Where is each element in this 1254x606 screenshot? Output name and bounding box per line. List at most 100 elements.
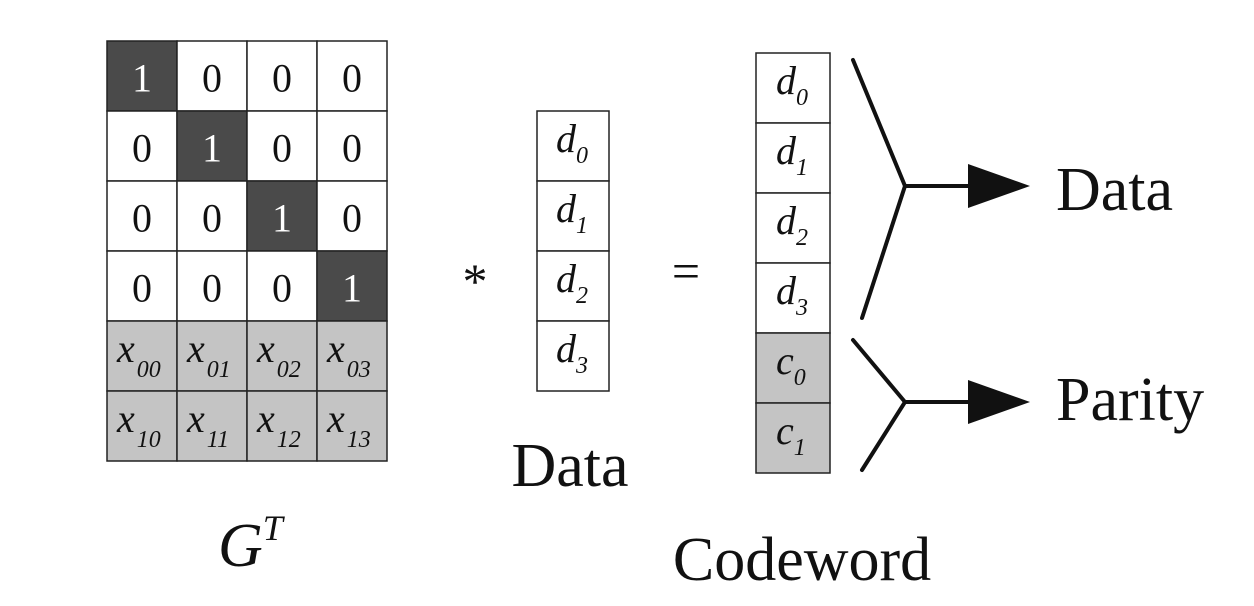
codeword-data-value-subscript: 2 [796,225,808,251]
data-vector-value-base: d [556,326,577,371]
data-vector-value: d2 [556,256,588,310]
matrix-parity-value: x02 [256,326,301,384]
matrix-cell-value: 0 [272,126,292,171]
data-vector-value-base: d [556,116,577,161]
matrix-parity-value-base: x [186,396,205,441]
matrix-parity-value: x13 [326,396,371,454]
codeword-data-value-base: d [776,198,797,243]
codeword-data-value-base: d [776,58,797,103]
matrix-parity-value-base: x [326,396,345,441]
codeword-parity-value-subscript: 0 [794,365,806,391]
matrix-cell-value: 0 [132,266,152,311]
parity-arrow-icon [968,380,1030,424]
matrix-parity-value-base: x [116,396,135,441]
matrix-cell [316,250,388,322]
data-vector-value-subscript: 3 [575,353,588,379]
matrix-parity-value-subscript: 03 [347,357,371,383]
matrix-cell [316,40,388,112]
matrix-cell [106,40,178,112]
matrix-cell-value: 0 [202,56,222,101]
data-bracket [851,58,1030,320]
codeword-parity-value-subscript: 1 [794,435,806,461]
data-bracket-label: Data [1056,156,1173,224]
matrix-cell-value: 0 [342,196,362,241]
matrix-parity-cell [316,390,388,462]
matrix-parity-value: x10 [116,396,161,454]
matrix-parity-cell [176,320,248,392]
matrix-cell-value: 1 [132,56,152,101]
parity-bracket [851,338,1030,472]
matrix-cell [176,40,248,112]
equals-operator: = [672,243,700,299]
data-vector-value: d0 [556,116,588,170]
matrix-parity-value: x00 [116,326,161,384]
data-vector-label: Data [511,432,628,500]
codeword-data-value-subscript: 3 [795,295,808,321]
parity-bracket-label: Parity [1056,366,1204,434]
codeword-data-cell [755,52,831,124]
data-vector-value: d3 [556,326,588,380]
matrix-parity-value: x01 [186,326,231,384]
codeword-data-cell [755,122,831,194]
matrix-cell-value: 0 [342,56,362,101]
matrix-cell-value: 0 [272,266,292,311]
data-vector-cell [536,110,610,182]
matrix-parity-value-base: x [326,326,345,371]
matrix-parity-value-subscript: 11 [207,427,229,453]
matrix-cell-value: 0 [132,196,152,241]
matrix-cell-value: 0 [342,126,362,171]
matrix-cell [316,110,388,182]
codeword-data-value: d0 [776,58,808,112]
data-vector-value-subscript: 1 [576,213,588,239]
matrix-cell [176,110,248,182]
matrix-parity-value-base: x [256,326,275,371]
codeword-data-value: d3 [776,268,808,322]
matrix-cell-value: 0 [272,56,292,101]
codeword-data-value-subscript: 0 [796,85,808,111]
data-vector-value-base: d [556,186,577,231]
matrix-cell-value: 1 [342,266,362,311]
codeword-data-value: d1 [776,128,808,182]
multiply-operator: * [463,253,488,309]
codeword-data-value: d2 [776,198,808,252]
matrix-parity-value-subscript: 00 [137,357,161,383]
matrix-cell-value: 1 [272,196,292,241]
matrix-parity-value: x12 [256,396,301,454]
matrix-parity-value-subscript: 13 [347,427,371,453]
matrix-parity-value-subscript: 10 [137,427,161,453]
data-vector-value-subscript: 0 [576,143,588,169]
matrix-parity-value-base: x [116,326,135,371]
matrix-parity-cell [106,320,178,392]
matrix-cell [316,180,388,252]
data-vector-value: d1 [556,186,588,240]
codeword-parity-cell [755,402,831,474]
matrix-parity-cell [246,390,318,462]
codeword-parity-value-base: c [776,338,794,383]
matrix-parity-value-subscript: 01 [207,357,231,383]
matrix-parity-value-subscript: 02 [277,357,301,383]
matrix-cell-value: 0 [202,266,222,311]
codeword-data-value-base: d [776,268,797,313]
data-vector-cell [536,250,610,322]
matrix-label-superscript: T [263,508,286,548]
codeword-data-value-subscript: 1 [796,155,808,181]
data-vector-cell [536,320,610,392]
matrix-cell [246,40,318,112]
codeword-data-cell [755,262,831,334]
matrix-cell [176,250,248,322]
codeword-data-value-base: d [776,128,797,173]
data-arrow-icon [968,164,1030,208]
codeword-parity-value-base: c [776,408,794,453]
matrix-label-base: G [218,512,263,580]
matrix-parity-cell [246,320,318,392]
matrix-cell-value: 0 [132,126,152,171]
codeword-label: Codeword [673,526,931,594]
matrix-parity-value: x11 [186,396,229,454]
data-vector-cell [536,180,610,252]
data-vector-value-base: d [556,256,577,301]
matrix-parity-cell [176,390,248,462]
matrix-parity-value-base: x [186,326,205,371]
